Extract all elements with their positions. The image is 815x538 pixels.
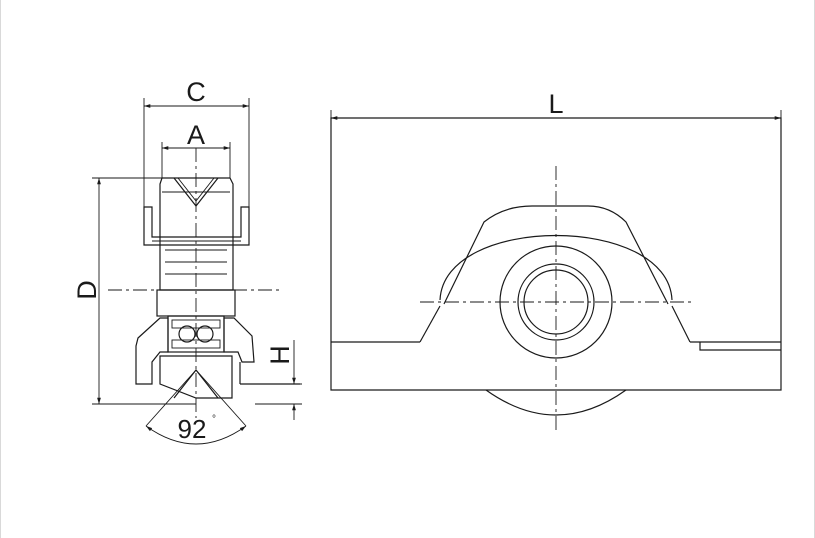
bearing-ball-right [196, 325, 214, 343]
angle-arc [145, 425, 247, 445]
dimension-d-label: D [72, 280, 102, 300]
hub-mid-circle [517, 263, 595, 341]
front-view: L [330, 89, 782, 432]
angle-degree-symbol: ° [212, 414, 216, 425]
dimension-h-label: H [265, 345, 295, 365]
angle-label: 92 [178, 414, 207, 444]
side-view: C A D H 92 ° [72, 77, 302, 445]
dimension-l-label: L [548, 89, 563, 119]
wheel-upper [159, 177, 234, 291]
bearing-ball-left [178, 325, 196, 343]
bracket-upper [143, 206, 250, 246]
dimension-c-label: C [186, 77, 206, 107]
wheel-bottom-arc [485, 389, 627, 416]
bracket-arch-inner [443, 205, 669, 305]
dimension-a-label: A [187, 120, 205, 150]
